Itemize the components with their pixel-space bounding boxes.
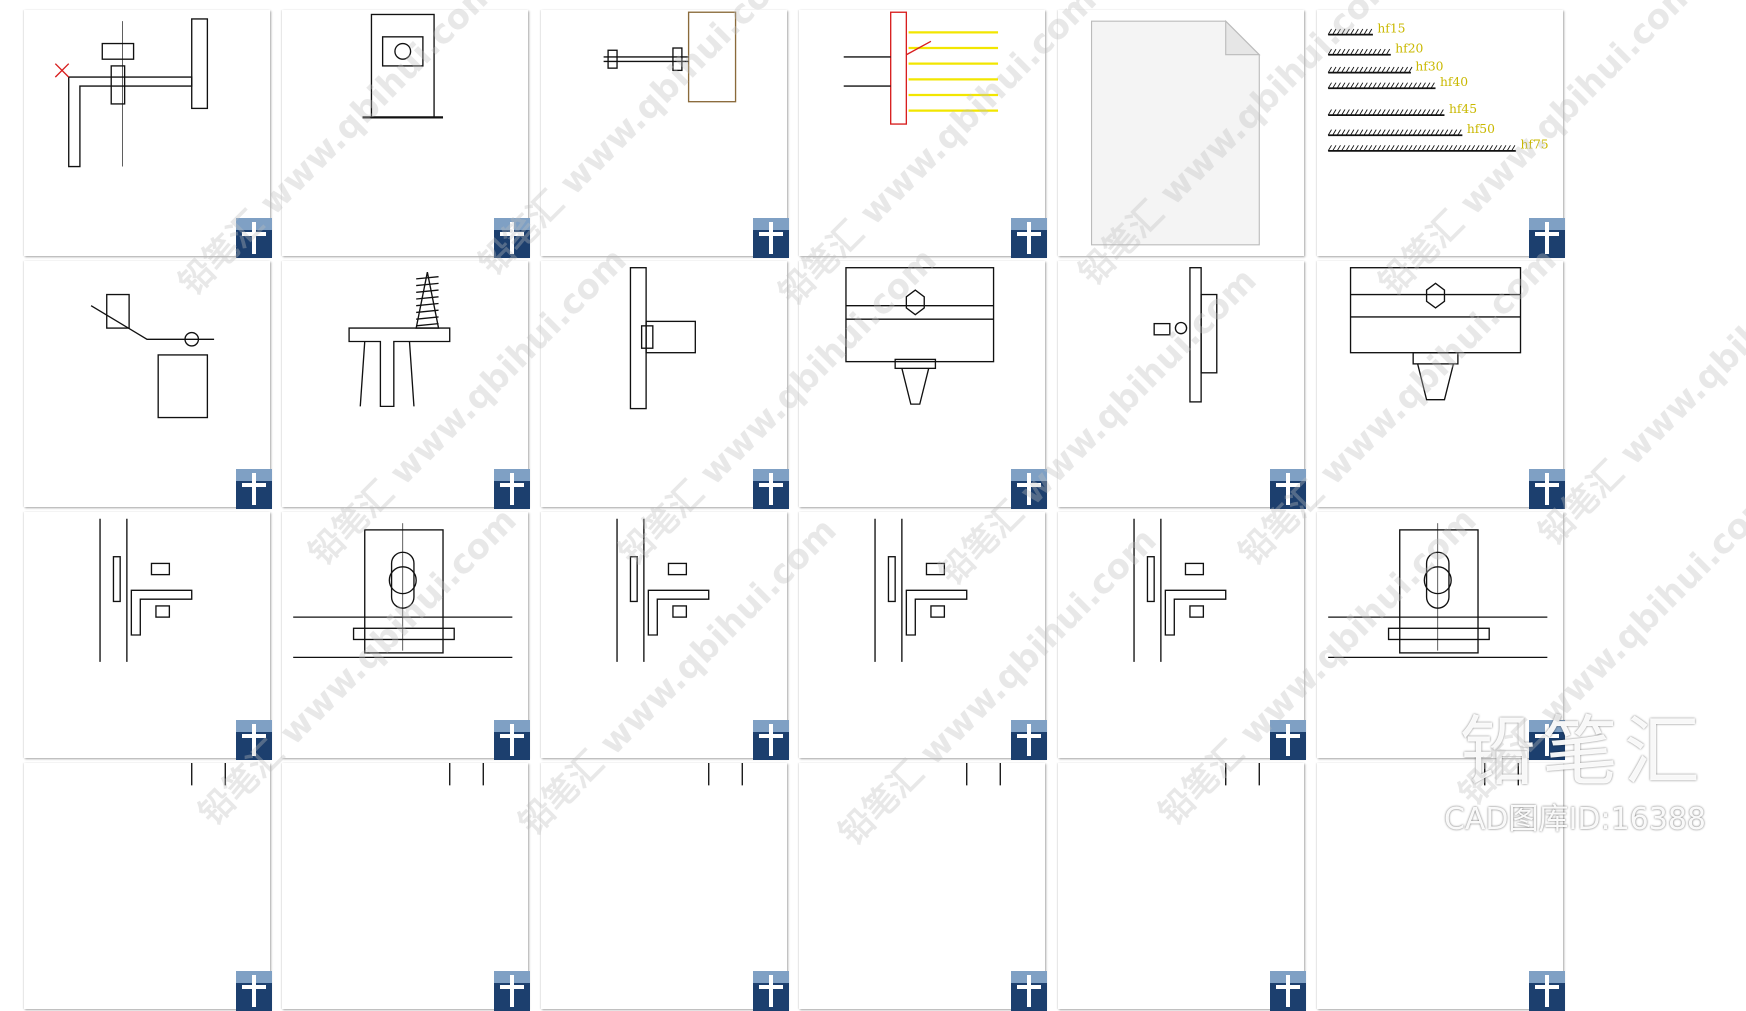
file-thumbnail[interactable] <box>282 512 530 760</box>
cad-drawing-preview <box>99 518 193 662</box>
cad-drawing-preview <box>54 18 209 168</box>
cad-drawing-preview <box>1484 763 1519 786</box>
cad-drawing-preview <box>1225 763 1260 786</box>
autocad-file-icon <box>494 971 530 1011</box>
autocad-file-icon <box>1529 218 1565 258</box>
weld-label: hf30 <box>1415 59 1443 73</box>
cad-drawing-preview <box>708 763 743 786</box>
autocad-file-icon <box>753 218 789 258</box>
cad-drawing-preview <box>449 763 484 786</box>
file-thumbnail[interactable] <box>799 10 1047 258</box>
cad-drawing-preview <box>616 518 710 662</box>
cad-drawing-preview <box>1328 523 1548 659</box>
file-thumbnail[interactable] <box>282 261 530 509</box>
cad-drawing-preview <box>966 763 1001 786</box>
autocad-file-icon <box>1270 469 1306 509</box>
file-thumbnail[interactable] <box>541 10 789 258</box>
weld-label: hf75 <box>1521 138 1549 152</box>
cad-drawing-preview <box>1133 518 1227 662</box>
file-thumbnail[interactable] <box>1317 261 1565 509</box>
file-thumbnail[interactable] <box>541 763 789 1011</box>
cad-drawing-preview <box>1153 267 1218 403</box>
file-thumbnail[interactable]: hf15 hf20 hf30 hf40 hf45 hf50 hf75 <box>1317 10 1565 258</box>
file-thumbnail[interactable] <box>24 763 272 1011</box>
file-thumbnail[interactable] <box>799 763 1047 1011</box>
weld-label: hf20 <box>1395 41 1423 55</box>
file-thumbnail[interactable] <box>1058 763 1306 1011</box>
file-thumbnail[interactable] <box>24 261 272 509</box>
cad-drawing-preview <box>90 293 215 419</box>
file-thumbnail[interactable] <box>1317 512 1565 760</box>
cad-drawing-preview: hf15 hf20 hf30 hf40 hf45 hf50 hf75 <box>1327 21 1549 152</box>
file-thumbnail[interactable] <box>1058 512 1306 760</box>
autocad-file-icon <box>236 469 272 509</box>
autocad-file-icon <box>1529 469 1565 509</box>
autocad-file-icon <box>753 720 789 760</box>
autocad-file-icon <box>1270 971 1306 1011</box>
autocad-file-icon <box>1011 971 1047 1011</box>
autocad-file-icon <box>494 218 530 258</box>
weld-label: hf15 <box>1377 21 1405 35</box>
cad-drawing-preview <box>874 518 968 662</box>
file-thumbnail[interactable] <box>541 261 789 509</box>
file-thumbnail[interactable] <box>282 10 530 258</box>
autocad-file-icon <box>236 971 272 1011</box>
file-thumbnail[interactable] <box>282 763 530 1011</box>
file-thumbnail[interactable] <box>1058 261 1306 509</box>
cad-drawing-preview <box>348 272 451 408</box>
autocad-file-icon <box>1011 469 1047 509</box>
autocad-file-icon <box>1270 720 1306 760</box>
autocad-file-icon <box>1529 720 1565 760</box>
file-thumbnail[interactable] <box>541 512 789 760</box>
weld-label: hf45 <box>1449 102 1477 116</box>
autocad-file-icon <box>236 720 272 760</box>
cad-drawing-preview <box>1349 267 1522 401</box>
cad-drawing-preview <box>843 11 999 125</box>
autocad-file-icon <box>494 720 530 760</box>
autocad-file-icon <box>753 469 789 509</box>
cad-drawing-preview <box>1090 19 1261 246</box>
cad-drawing-preview <box>603 11 737 103</box>
cad-drawing-preview <box>362 13 444 119</box>
cad-drawing-preview <box>293 523 513 659</box>
file-thumbnail[interactable] <box>799 261 1047 509</box>
file-thumbnail[interactable] <box>1058 10 1304 256</box>
cad-drawing-preview <box>629 267 696 410</box>
autocad-file-icon <box>236 218 272 258</box>
file-grid: G_干挂件(中部)G_干挂件G_干挂角码G_化学螺栓H_焊接符号.bakhf15… <box>24 10 1565 1011</box>
autocad-file-icon <box>1529 971 1565 1011</box>
file-thumbnail[interactable] <box>799 512 1047 760</box>
file-thumbnail[interactable] <box>24 10 272 258</box>
cad-drawing-preview <box>191 763 226 786</box>
autocad-file-icon <box>494 469 530 509</box>
autocad-file-icon <box>1011 720 1047 760</box>
weld-label: hf40 <box>1440 75 1468 89</box>
file-thumbnail[interactable] <box>24 512 272 760</box>
weld-label: hf50 <box>1467 122 1495 136</box>
autocad-file-icon <box>753 971 789 1011</box>
autocad-file-icon <box>1011 218 1047 258</box>
file-thumbnail[interactable] <box>1317 763 1565 1011</box>
cad-drawing-preview <box>845 267 995 405</box>
